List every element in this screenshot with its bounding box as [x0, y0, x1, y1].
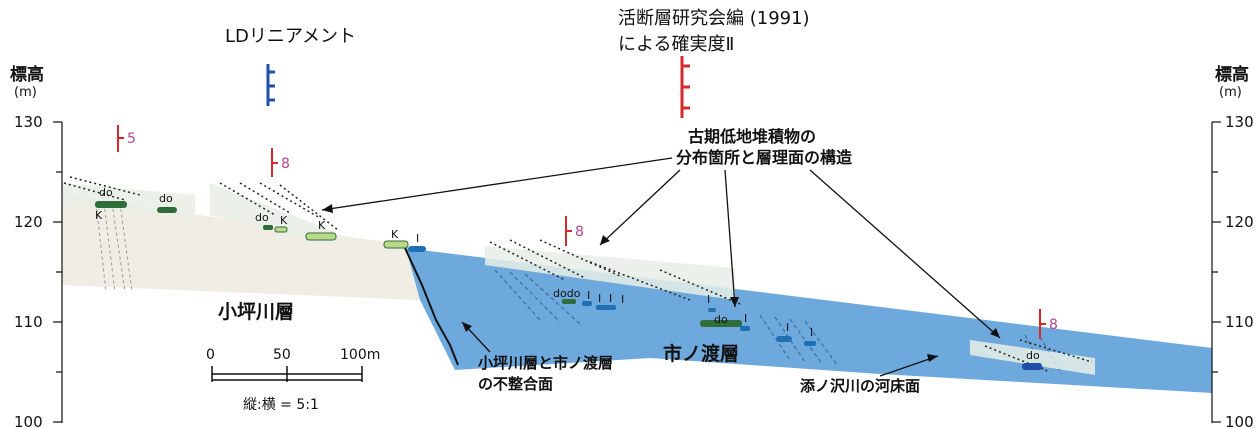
left-axis — [53, 121, 63, 423]
unconformity-line — [404, 247, 459, 366]
arrow-unconformity — [462, 322, 472, 332]
arrow-old-1 — [322, 204, 333, 213]
left-axis-title: 標高 — [10, 64, 44, 85]
deposit-label-do-5: do — [1026, 349, 1040, 362]
deposit-label-dodo: dodo — [553, 287, 581, 300]
deposit-label-i-7: I — [744, 312, 747, 325]
unconformity-note-line2: の不整合面 — [478, 375, 553, 393]
deposit-label-k-2: K — [95, 209, 103, 222]
right-axis — [1211, 121, 1221, 423]
old-lowland-leaders — [321, 157, 1001, 339]
left-axis-unit: (m) — [14, 85, 37, 100]
deposit-label-do-1: do — [99, 186, 113, 199]
dip-value-4: 8 — [1049, 317, 1058, 333]
scale-ratio: 縦:横 = 5:1 — [243, 397, 319, 413]
riverbed-note: 添ノ沢川の河床面 — [800, 377, 920, 395]
arrow-riverbed — [927, 354, 938, 362]
right-tick-130: 130 — [1225, 113, 1254, 131]
left-tick-100: 100 — [14, 413, 43, 428]
right-axis-unit: (m) — [1219, 85, 1242, 100]
right-tick-110: 110 — [1225, 313, 1254, 331]
kotsubo-formation-label: 小坪川層 — [218, 301, 294, 323]
scale-label-0: 0 — [206, 347, 215, 363]
deposit-label-i-1: I — [416, 232, 419, 245]
arrow-old-4 — [990, 328, 1000, 338]
deposit-label-k-4: K — [391, 228, 399, 241]
deposit-label-i-5: I — [621, 293, 624, 306]
deposit-label-i-2: I — [587, 289, 590, 302]
deposit-label-do-4: do — [714, 313, 728, 326]
old-lowland-note-line2: 分布箇所と層理面の構造 — [676, 148, 853, 167]
scale-bar — [211, 366, 363, 382]
ichinowatari-formation-label: 市ノ渡層 — [663, 342, 739, 365]
arrow-old-3 — [730, 297, 739, 307]
ld-lineament-symbol — [266, 64, 275, 106]
dip-symbols — [117, 125, 1046, 339]
dip-value-1: 5 — [127, 131, 136, 147]
right-tick-120: 120 — [1225, 213, 1254, 231]
deposit-label-do-3: do — [255, 211, 269, 224]
deposit-label-k-3: K — [318, 219, 326, 232]
dip-value-3: 8 — [575, 224, 584, 240]
kotsubo-wedge — [62, 195, 420, 300]
riverbed-leader — [879, 355, 939, 377]
arrow-old-2 — [600, 235, 610, 245]
deposit-label-i-4: I — [609, 292, 612, 305]
dip-value-2: 8 — [281, 156, 290, 172]
right-tick-100: 100 — [1225, 413, 1254, 428]
scale-label-50: 50 — [273, 347, 291, 363]
deposit-label-do-2: do — [159, 192, 173, 205]
left-tick-120: 120 — [14, 213, 43, 231]
kkd-fault-symbol — [680, 56, 690, 118]
left-tick-110: 110 — [14, 313, 43, 331]
deposit-label-i-8: I — [786, 321, 789, 334]
bedding-lines — [63, 176, 1093, 373]
right-axis-title: 標高 — [1215, 64, 1249, 85]
ld-lineament-label: LDリニアメント — [225, 26, 356, 47]
lower-blank — [62, 285, 455, 372]
unconformity-note-line1: 小坪川層と市ノ渡層 — [478, 354, 613, 372]
deposit-label-i-6: I — [707, 293, 710, 306]
old-lowland-note-line1: 古期低地堆積物の — [688, 127, 816, 146]
kkd-label-line2: による確実度Ⅱ — [618, 34, 734, 55]
kotsubo-fractures — [95, 202, 133, 293]
deposit-label-i-9: I — [810, 326, 813, 339]
deposit-label-i-3: I — [598, 292, 601, 305]
deposits — [95, 201, 1042, 370]
scale-label-100: 100m — [340, 347, 380, 363]
left-tick-130: 130 — [14, 113, 43, 131]
deposit-label-k-1: K — [280, 214, 288, 227]
kkd-label-line1: 活断層研究会編 (1991) — [618, 8, 810, 29]
